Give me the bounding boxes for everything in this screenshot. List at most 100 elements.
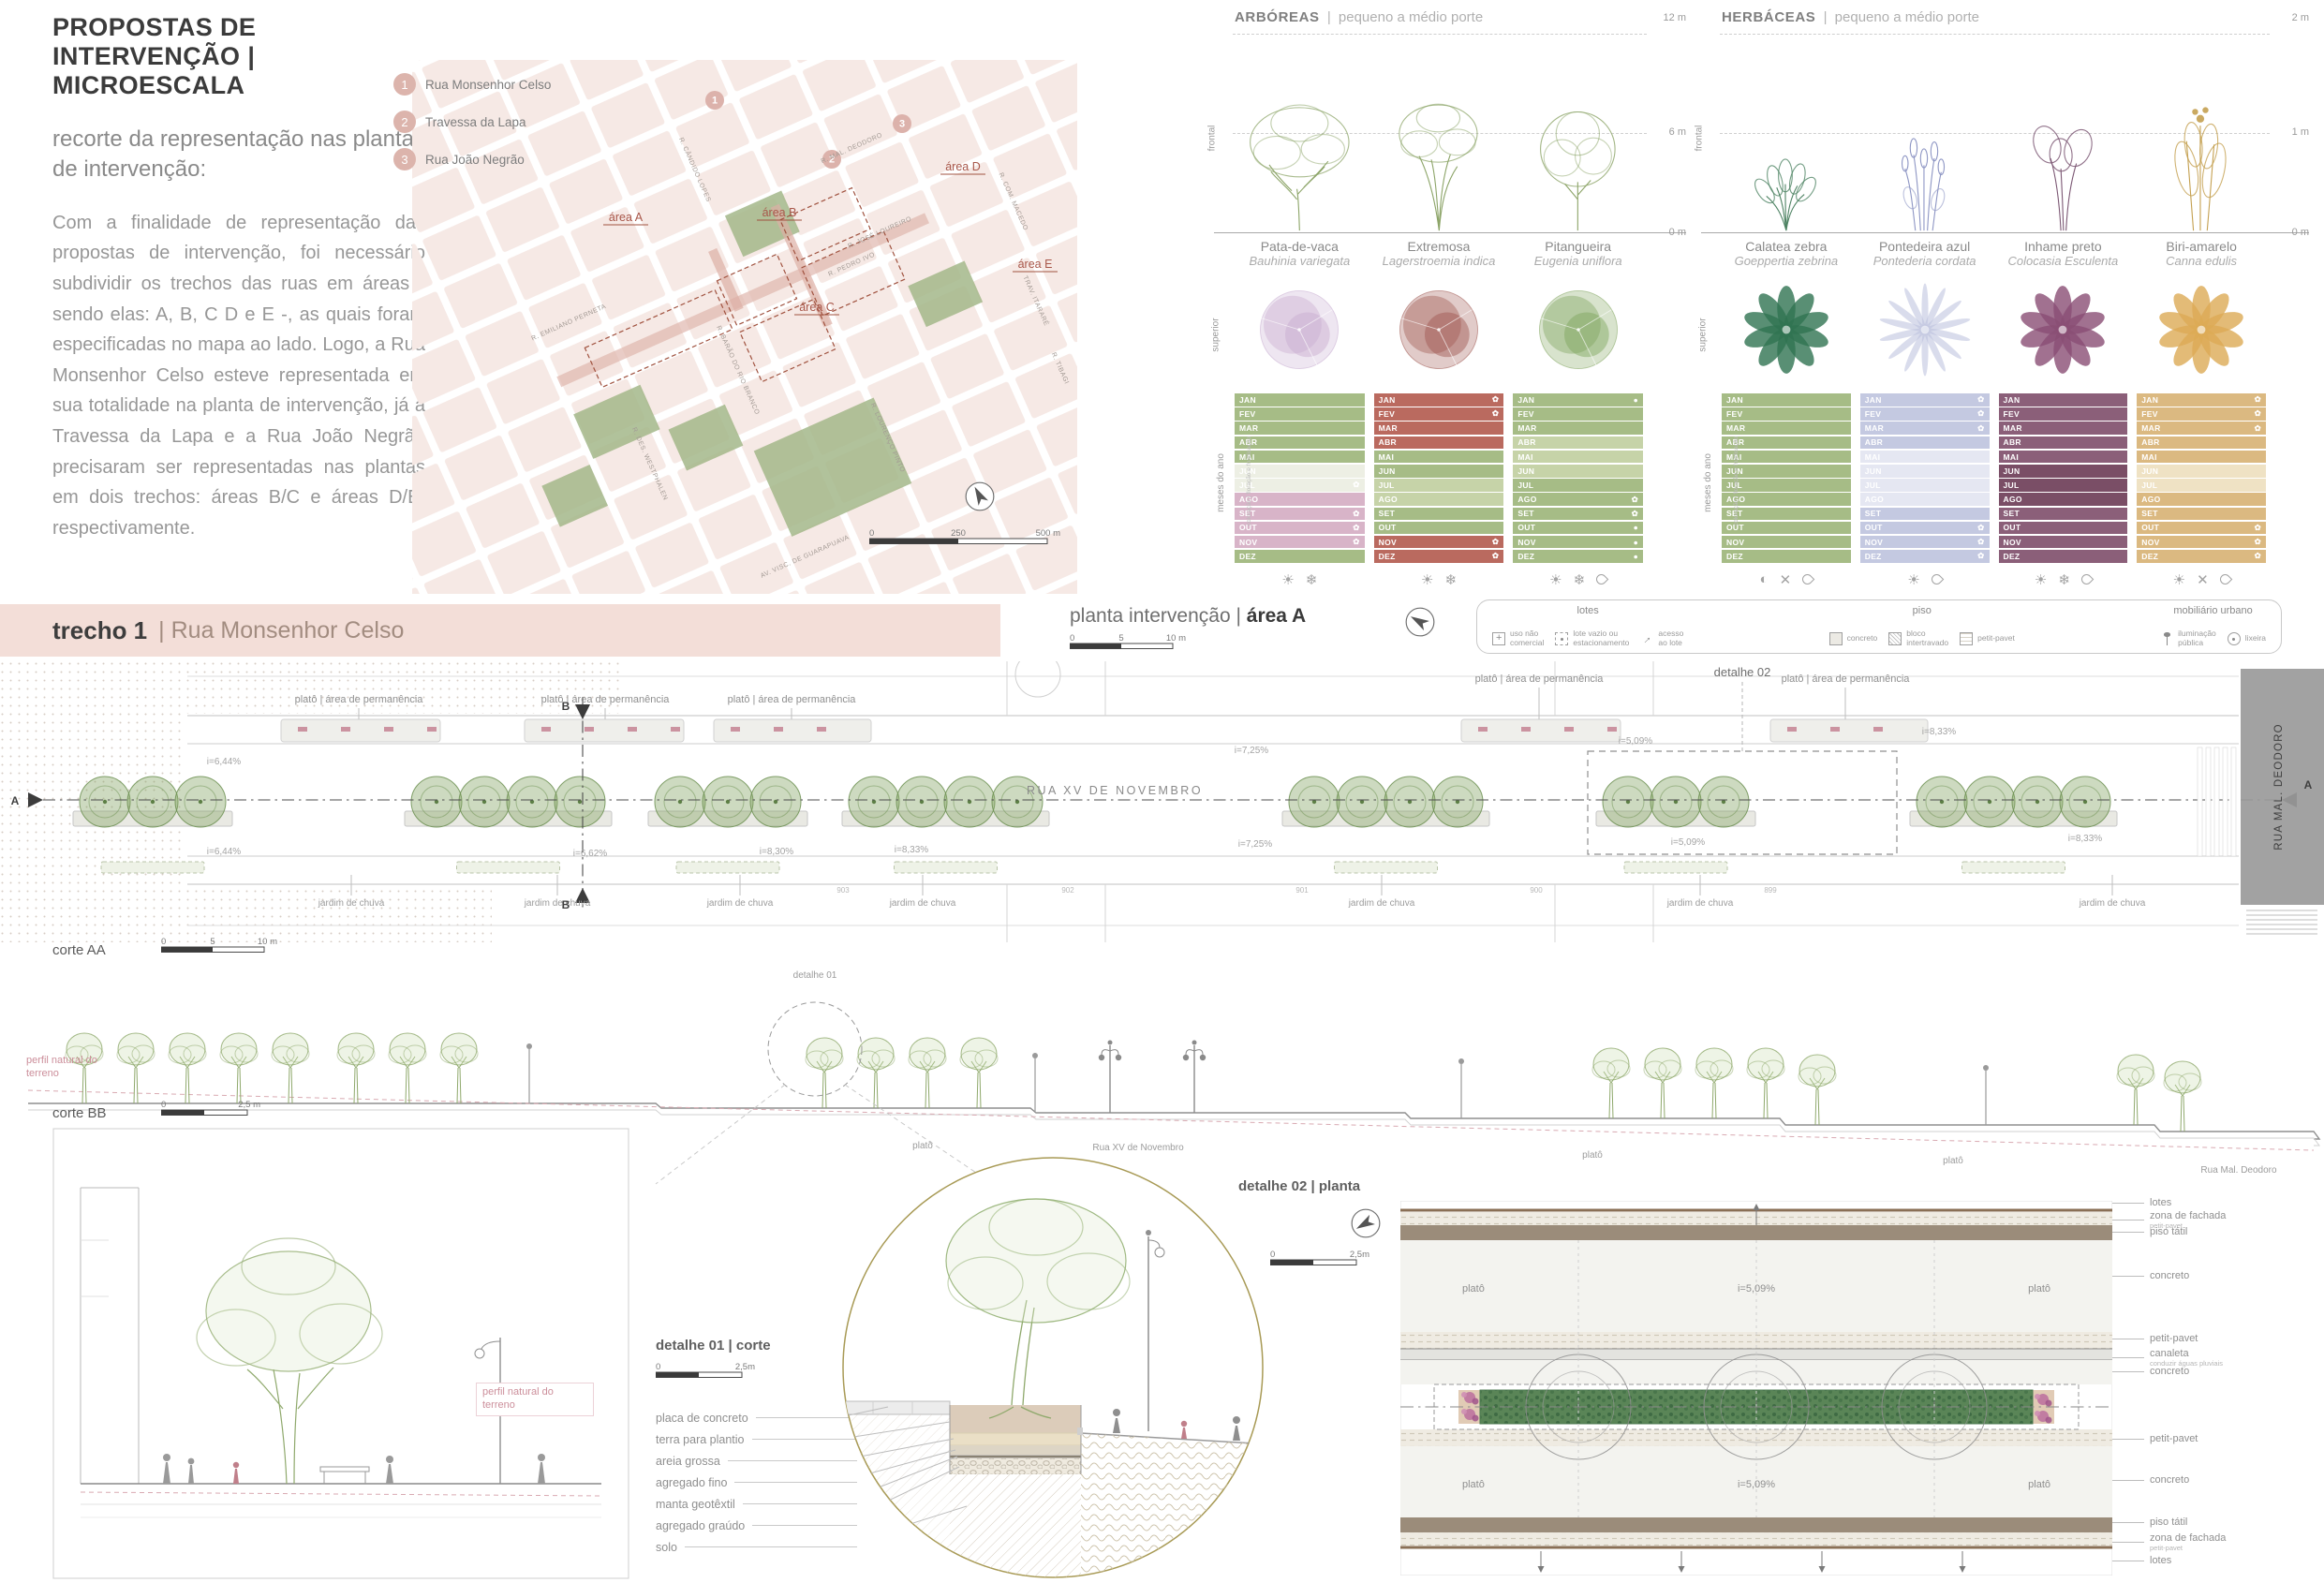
month-label: JAN — [1239, 394, 1256, 405]
month-band: OUT — [1722, 521, 1851, 535]
species-top-view — [1235, 280, 1365, 379]
month-label: MAR — [1378, 423, 1398, 434]
month-band: JAN✿ — [1373, 393, 1504, 407]
drawing-label: jardim de chuva — [524, 898, 591, 909]
species-common-name: Extremosa — [1407, 239, 1471, 254]
month-band: NOV✿ — [1373, 535, 1504, 549]
drawing-label: A — [2304, 778, 2313, 792]
palette-arboreas: ARBÓREAS | pequeno a médio porte 12 m fr… — [1206, 9, 1686, 614]
herb-canna-icon — [2174, 107, 2227, 231]
layer-label-row: terra para plantio — [656, 1428, 857, 1450]
fruit-icon: ● — [1633, 394, 1639, 405]
top-view-band: superior — [1698, 275, 2309, 384]
fine-aggregate-layer — [950, 1445, 1081, 1455]
herb-colocasia-icon — [2032, 126, 2093, 231]
month-band: AGO✿ — [1513, 493, 1644, 506]
drawing-label: 902 — [1061, 886, 1074, 895]
detail02-label: lotes — [2112, 1555, 2324, 1566]
drawing-label: Rua Mal. Deodoro — [2200, 1165, 2277, 1176]
hatch-icon — [1888, 632, 1902, 646]
flower-icon: ✿ — [2254, 394, 2261, 405]
month-band: JAN — [1722, 393, 1851, 407]
leader-line — [2112, 1479, 2144, 1481]
planta-north-arrow — [1403, 605, 1437, 639]
detail02-title: detalhe 02 | planta — [1238, 1178, 1361, 1194]
material-sublabel: conduzir águas pluviais — [2150, 1359, 2223, 1368]
legend-item: petit-pavet — [1960, 632, 2015, 646]
month-band: NOV✿ — [1235, 535, 1365, 549]
month-label: JUN — [1239, 466, 1256, 476]
conc-icon — [1828, 632, 1843, 646]
month-band: MAI — [1998, 450, 2128, 464]
detail02-label: petit-pavet — [2112, 1433, 2324, 1444]
month-label: AGO — [2141, 495, 2161, 505]
month-label: JAN — [2003, 394, 2021, 405]
flower-icon: ✿ — [2254, 551, 2261, 561]
leader-line — [2112, 1521, 2144, 1523]
height-base-label: 0 m — [1668, 227, 1686, 238]
care-icons-row — [1701, 571, 2309, 588]
detail02-label: concreto — [2112, 1474, 2324, 1486]
lamp-icon — [2160, 632, 2173, 646]
legend-item-label: acesso ao lote — [1658, 629, 1684, 648]
access-icon — [1640, 632, 1653, 645]
month-band: JUL — [1373, 479, 1504, 492]
herb-calatea-icon — [1754, 158, 1816, 231]
species-common-name: Pata-de-vaca — [1260, 239, 1339, 254]
month-label: ABR — [1378, 437, 1397, 448]
drawing-label: platô — [912, 1141, 933, 1151]
top-view-rosette-icon — [1744, 286, 1828, 374]
scale-label: 0 — [161, 937, 166, 947]
leader-line — [2112, 1202, 2144, 1204]
month-band: SET — [1998, 507, 2128, 521]
month-band: DEZ — [1235, 550, 1365, 563]
species-scientific-name: Pontederia cordata — [1873, 254, 1976, 268]
month-band: SET✿ — [1235, 507, 1365, 521]
species-scientific-name: Eugenia uniflora — [1533, 254, 1622, 268]
month-label: ABR — [1517, 437, 1536, 448]
palette-subtitle: pequeno a médio porte — [1338, 9, 1484, 25]
leader-line — [2112, 1275, 2144, 1277]
month-band: FEV — [1513, 407, 1644, 421]
legend-item: uso não comercial — [1492, 629, 1544, 648]
month-band: MAI — [1235, 450, 1365, 464]
flower-icon: ✿ — [1977, 394, 1985, 405]
height-mid-label: 6 m — [1668, 126, 1686, 138]
month-band: AGO — [1998, 493, 2128, 506]
leader-line — [2112, 1220, 2144, 1221]
drawing-label: detalhe 01 — [793, 970, 837, 981]
map-legend-label: Travessa da Lapa — [425, 114, 526, 129]
flower-icon: ✿ — [1353, 480, 1360, 490]
month-band: MAR — [1722, 422, 1851, 435]
month-label: MAI — [1239, 451, 1255, 462]
intro-paragraph: Com a finalidade de representação das pr… — [52, 212, 425, 539]
month-label: JUN — [1517, 466, 1535, 476]
month-label: OUT — [1726, 523, 1744, 533]
drawing-label: i=7,25% — [1235, 746, 1269, 756]
flower-icon: ✿ — [1353, 522, 1360, 532]
tree-canopy — [945, 1198, 1131, 1324]
curb — [1077, 1428, 1083, 1435]
month-band: AGO — [1235, 493, 1365, 506]
month-band: JAN✿ — [1859, 393, 1990, 407]
scale-label: 0 — [1270, 1250, 1275, 1260]
month-band: OUT — [1998, 521, 2128, 535]
corte-bb-drawing — [52, 1128, 629, 1579]
species-frontal-view — [1513, 41, 1643, 232]
drawing-label: platô — [1582, 1150, 1603, 1161]
month-band: SET✿ — [1513, 507, 1644, 521]
tree-broad-icon — [1250, 104, 1350, 231]
flower-icon: ✿ — [1977, 408, 1985, 419]
month-band: AGO — [1373, 493, 1504, 506]
top-view-rosette-icon — [2021, 286, 2106, 374]
map-marker-number: 2 — [829, 155, 835, 166]
height-base-label: 0 m — [2291, 227, 2309, 238]
month-band: ABR — [1513, 436, 1644, 450]
subgrade-hatch — [1081, 1433, 1263, 1577]
